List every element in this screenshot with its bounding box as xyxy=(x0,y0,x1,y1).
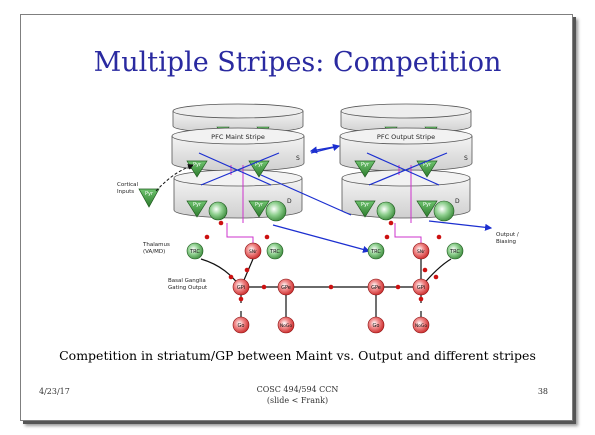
maint-stripe: PFC Maint Stripe S D Pyr Pyr Pyr Pyr xyxy=(171,103,305,222)
svg-text:SNr: SNr xyxy=(249,249,257,255)
gp-neurons: GPi GPe GPe GPi xyxy=(232,278,430,296)
output-stripe-label: PFC Output Stripe xyxy=(377,133,435,141)
snr-neurons: SNr SNr xyxy=(244,242,430,260)
footer-course: COSC 494/594 CCN (slide < Frank) xyxy=(21,384,574,406)
blue-connections xyxy=(198,143,493,253)
output-disk-deep: D xyxy=(341,169,471,219)
slide: Multiple Stripes: Competition xyxy=(20,14,573,421)
svg-text:Pyr: Pyr xyxy=(255,162,264,168)
svg-text:TRC: TRC xyxy=(370,249,381,255)
svg-text:(VA/MD): (VA/MD) xyxy=(143,249,165,255)
output-biasing: Output / Biasing xyxy=(496,232,519,245)
maint-d-label: D xyxy=(287,198,292,205)
bg-label: Basal Ganglia xyxy=(168,278,206,284)
footer-course-name: COSC 494/594 CCN xyxy=(256,385,339,394)
svg-text:GPi: GPi xyxy=(417,285,425,291)
svg-text:Pyr: Pyr xyxy=(193,202,202,208)
svg-text:Gating Output: Gating Output xyxy=(168,285,208,291)
svg-text:NoGo: NoGo xyxy=(415,323,428,329)
maint-s-label: S xyxy=(296,155,300,162)
maint-stripe-label: PFC Maint Stripe xyxy=(211,133,265,141)
svg-text:GPe: GPe xyxy=(371,285,381,291)
footer-date: 4/23/17 xyxy=(39,387,70,396)
svg-text:SNr: SNr xyxy=(417,249,425,255)
slide-title: Multiple Stripes: Competition xyxy=(93,47,502,78)
svg-text:GPi: GPi xyxy=(237,285,245,291)
page-number: 38 xyxy=(537,387,548,396)
pfc-bg-diagram: PFC Maint Stripe S D Pyr Pyr Pyr Pyr xyxy=(117,103,519,334)
svg-text:TRC: TRC xyxy=(449,249,460,255)
output-s-label: S xyxy=(464,155,468,162)
cortical-inputs-label: Cortical xyxy=(117,182,139,188)
svg-text:TRC: TRC xyxy=(269,249,280,255)
output-pyr-cells: Pyr Pyr Pyr Pyr xyxy=(354,160,455,222)
svg-text:Biasing: Biasing xyxy=(496,239,516,245)
svg-text:Go: Go xyxy=(238,323,245,329)
svg-text:Pyr: Pyr xyxy=(145,191,154,197)
svg-text:GPe: GPe xyxy=(281,285,291,291)
output-d-label: D xyxy=(455,198,460,205)
svg-text:NoGo: NoGo xyxy=(280,323,293,329)
striatum-neurons: Go NoGo Go NoGo xyxy=(232,316,430,334)
trc-neurons: TRC TRC TRC TRC xyxy=(186,242,464,260)
output-biasing-label: Output / xyxy=(496,232,519,238)
slide-caption: Competition in striatum/GP between Maint… xyxy=(59,348,536,363)
svg-text:Pyr: Pyr xyxy=(255,202,264,208)
svg-text:Inputs: Inputs xyxy=(117,189,134,195)
svg-text:Pyr: Pyr xyxy=(361,162,370,168)
cortical-inputs: Cortical Inputs Pyr xyxy=(117,164,194,208)
svg-text:TRC: TRC xyxy=(189,249,200,255)
output-stripe: PFC Output Stripe S D Pyr Pyr Pyr Pyr xyxy=(339,103,473,222)
cortical-pyr-cell xyxy=(138,188,160,208)
footer-credit: (slide < Frank) xyxy=(266,396,329,405)
basal-ganglia: Basal Ganglia Gating Output xyxy=(168,220,452,334)
svg-text:Go: Go xyxy=(373,323,380,329)
svg-text:Pyr: Pyr xyxy=(361,202,370,208)
thalamus: Thalamus (VA/MD) TRC TRC TRC TRC SNr SNr xyxy=(142,242,464,260)
maint-pyr-cells: Pyr Pyr Pyr Pyr xyxy=(186,160,287,222)
svg-text:Pyr: Pyr xyxy=(193,162,202,168)
thalamus-label: Thalamus xyxy=(142,242,170,248)
svg-text:Pyr: Pyr xyxy=(423,202,432,208)
svg-text:Pyr: Pyr xyxy=(423,162,432,168)
